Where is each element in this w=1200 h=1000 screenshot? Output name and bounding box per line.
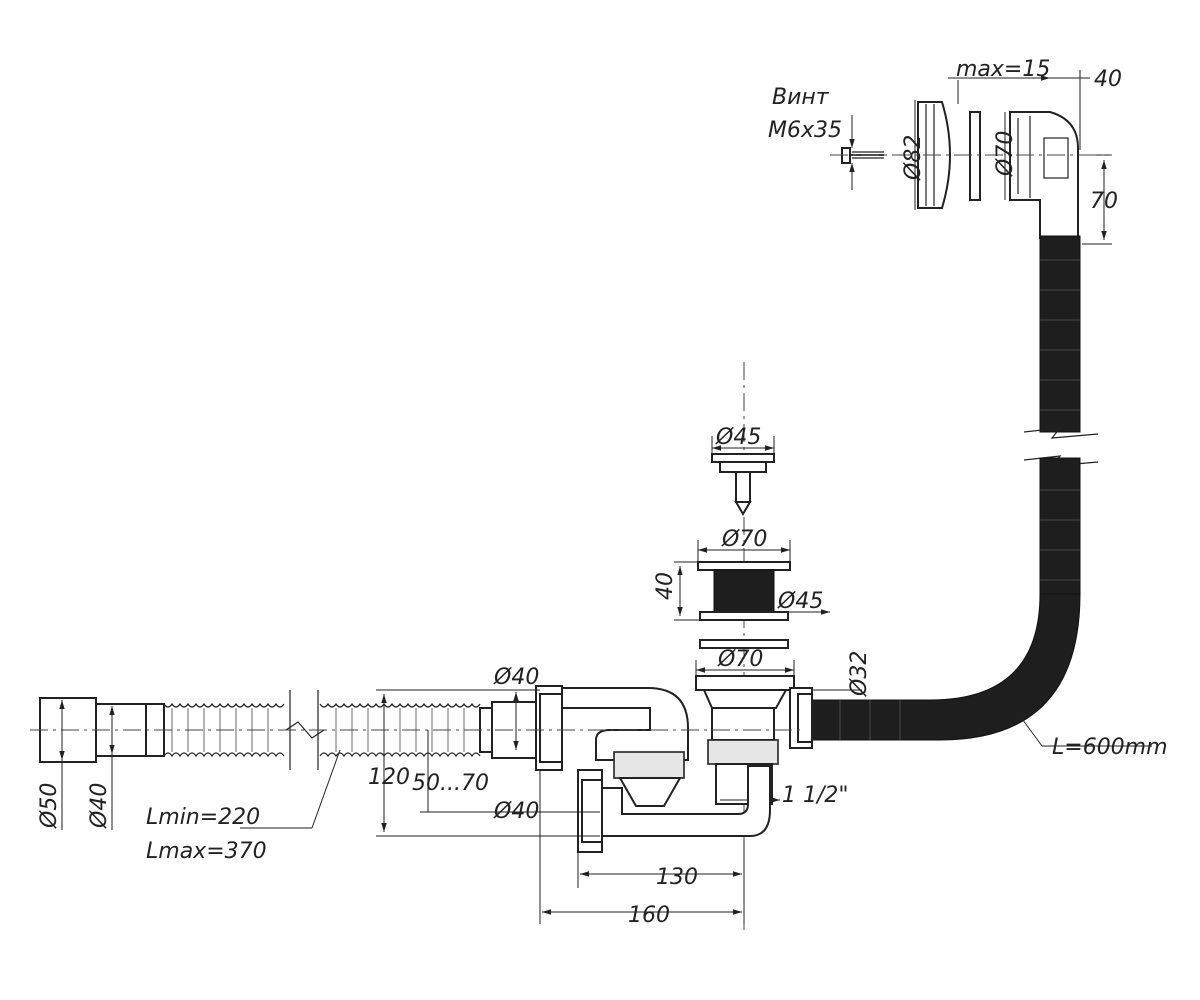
d32-label: Ø32 — [847, 651, 872, 697]
screw-size: M6x35 — [768, 118, 842, 143]
d70-low-label: Ø70 — [717, 647, 763, 672]
overflow-assembly — [830, 70, 1112, 245]
overflow-hose — [811, 235, 1152, 747]
thread-label: 1 1/2" — [782, 783, 849, 808]
d50-label: Ø50 — [37, 783, 62, 829]
d70-top-label: Ø70 — [993, 131, 1018, 177]
dimension-lines — [376, 689, 745, 924]
lmax-label: Lmax=370 — [146, 839, 267, 864]
dim120-label: 120 — [368, 765, 410, 790]
d45-top-label: Ø45 — [715, 425, 761, 450]
d40-outlet-label: Ø40 — [493, 665, 539, 690]
hose-length-label: L=600mm — [1052, 735, 1168, 760]
lmin-label: Lmin=220 — [146, 805, 260, 830]
screw-icon — [841, 115, 884, 190]
overflow-housing — [1009, 111, 1079, 239]
d82-label: Ø82 — [901, 135, 926, 181]
dim40-top-label: 40 — [1094, 67, 1122, 92]
dim130-label: 130 — [656, 865, 698, 890]
d70-mid-label: Ø70 — [721, 527, 767, 552]
max15-label: max=15 — [956, 57, 1050, 82]
dim160-label: 160 — [628, 903, 670, 928]
drain-flange — [674, 540, 830, 649]
screw-title: Винт — [772, 85, 830, 110]
d40-trap-label: Ø40 — [493, 799, 539, 824]
overflow-gasket — [969, 111, 981, 201]
dim40-mid-label: 40 — [653, 572, 678, 600]
corrugated-hose — [30, 690, 800, 830]
d45-mid-label: Ø45 — [777, 589, 823, 614]
dim70-label: 70 — [1090, 189, 1118, 214]
d40-left-label: Ø40 — [87, 783, 112, 829]
labels: Винт M6x35 max=15 40 Ø82 Ø70 70 Ø45 Ø70 … — [37, 57, 1168, 928]
drain-plug — [711, 436, 775, 516]
dim50-70-label: 50...70 — [412, 771, 489, 796]
siphon-trap — [535, 685, 771, 853]
